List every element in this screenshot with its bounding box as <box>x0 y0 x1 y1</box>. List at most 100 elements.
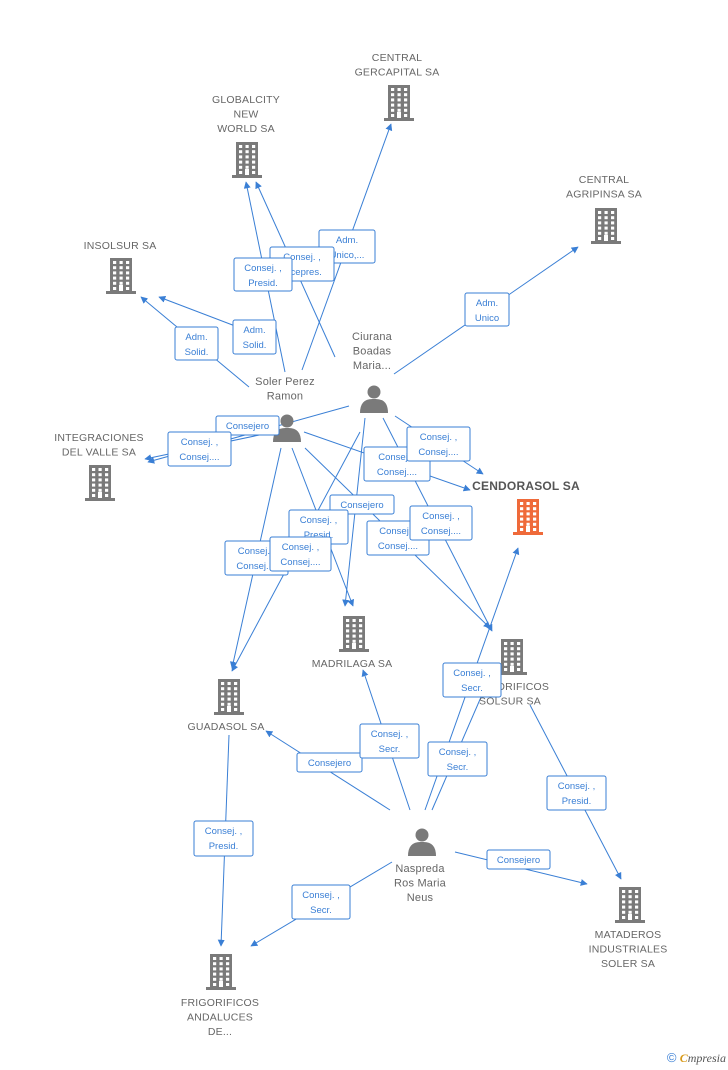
edge-label-text: Consej. , <box>371 729 409 740</box>
node-label[interactable]: INTEGRACIONES <box>54 432 144 444</box>
node-label[interactable]: CENDORASOL SA <box>472 479 580 493</box>
node-label[interactable]: AGRIPINSA SA <box>566 189 642 201</box>
node-label[interactable]: MATADEROS <box>595 929 662 941</box>
building-icon[interactable] <box>497 639 527 675</box>
edge-label-text: Consej. , <box>181 437 219 448</box>
edge-label-text: Adm. <box>476 298 498 309</box>
edge-label[interactable]: Consej. , Consej.... <box>269 536 332 572</box>
edge-label[interactable]: Consejero <box>486 849 551 870</box>
node-label[interactable]: WORLD SA <box>217 123 275 135</box>
edge-label[interactable]: Consej. ,Secr. <box>442 662 502 698</box>
edge-label-text: Adm. <box>243 325 265 336</box>
edge-label-text: Consej.... <box>377 467 417 478</box>
nodes-layer: CENTRAL GERCAPITAL SA GLOBALCITY NEW WORLD S… <box>54 52 667 1038</box>
node-label[interactable]: NEW <box>233 109 258 121</box>
edge-label-text: Consej. , <box>238 546 276 557</box>
person-icon[interactable] <box>360 385 388 414</box>
node-label[interactable]: ANDALUCES <box>187 1012 253 1024</box>
node-label[interactable]: Maria... <box>353 360 391 372</box>
edge-label[interactable]: Consej. ,Presid. <box>193 820 254 857</box>
node-label[interactable]: SOLER SA <box>601 958 655 970</box>
node-label[interactable]: DE... <box>208 1026 232 1038</box>
node-label[interactable]: GUADASOL SA <box>187 721 264 733</box>
edge-label-text: Consej. , <box>244 263 282 274</box>
edge-label-text: Consej.... <box>421 526 461 537</box>
edge-label-text: Secr. <box>310 905 332 916</box>
copyright-icon: © <box>666 1050 677 1065</box>
edge-label[interactable]: Adm. Unico <box>464 292 510 327</box>
building-icon[interactable] <box>513 499 543 535</box>
edge-label[interactable]: Consej. , Consej.... <box>167 431 232 467</box>
edge-label-text: Consej. , <box>379 526 417 537</box>
node-label[interactable]: GERCAPITAL SA <box>355 67 440 79</box>
building-icon[interactable] <box>106 258 136 294</box>
node-label[interactable]: INDUSTRIALES <box>589 944 668 956</box>
edge-label-text: Consejero <box>226 421 269 432</box>
node-label[interactable]: Ciurana <box>352 331 393 343</box>
edge-label-text: Unico <box>475 313 499 324</box>
edge-label-text: Consej. , <box>420 432 458 443</box>
building-icon[interactable] <box>591 208 621 244</box>
node-label[interactable]: SOLSUR SA <box>479 696 541 708</box>
edge-label-text: Consej.... <box>179 452 219 463</box>
edge-label[interactable]: Consej. , Presid. <box>233 257 293 292</box>
edge-label-text: Consej. , <box>300 515 338 526</box>
node-label[interactable]: Boadas <box>353 346 392 358</box>
node-label[interactable]: INSOLSUR SA <box>84 240 157 252</box>
edge-label-text: Solid. <box>185 347 209 358</box>
edge-label-text: Unico,... <box>330 250 365 261</box>
edge-label-text: Consej. , <box>558 781 596 792</box>
edge-labels-layer: Adm.Unico,...Consej. ,Vicepres.Consej. ,… <box>167 229 607 920</box>
edge-label[interactable]: Consejero <box>215 415 280 436</box>
edge-label-text: Consej.... <box>236 561 276 572</box>
edge-label[interactable]: Adm.Solid. <box>232 319 277 355</box>
edge-label[interactable]: Consej. ,Secr. <box>359 723 420 759</box>
edge-label[interactable]: Consejero <box>329 494 395 515</box>
building-icon[interactable] <box>206 954 236 990</box>
node-label[interactable]: GLOBALCITY <box>212 94 280 106</box>
brand-footer[interactable]: © Cmpresia <box>667 1050 726 1066</box>
edge-label-text: Consejero <box>340 500 383 511</box>
edge-label[interactable]: Consej. ,Secr. <box>427 741 488 777</box>
edge-label-text: Consej. , <box>422 511 460 522</box>
edge-label[interactable]: Adm. Solid. <box>174 326 219 361</box>
node-label[interactable]: Ramon <box>267 391 303 403</box>
edge-label-text: Consej. , <box>378 452 416 463</box>
node-label[interactable]: Neus <box>407 892 434 904</box>
edge-label[interactable]: Consej. , Consej.... <box>409 505 473 541</box>
edge-label-text: Consej. , <box>283 252 321 263</box>
edge-label-text: Presid. <box>304 530 334 541</box>
building-icon[interactable] <box>384 85 414 121</box>
person-icon[interactable] <box>273 414 301 443</box>
node-label[interactable]: Naspreda <box>395 863 445 875</box>
node-label[interactable]: Ros Maria <box>394 878 447 890</box>
edge-label[interactable]: Consej. , Consej.... <box>406 426 471 462</box>
building-icon[interactable] <box>615 887 645 923</box>
node-label[interactable]: FRIGORIFICOS <box>181 997 259 1009</box>
edge-label-text: Consej. , <box>282 542 320 553</box>
edge-label-text: Vicepres. <box>282 267 321 278</box>
edge-label-text: Adm. <box>336 235 358 246</box>
edge-label[interactable]: Consej. ,Secr. <box>291 884 351 920</box>
edge-label-text: Consej. , <box>205 826 243 837</box>
brand-logo: Cmpresia <box>679 1051 726 1065</box>
edge-label-text: Consej.... <box>418 447 458 458</box>
person-icon[interactable] <box>408 828 436 857</box>
node-label[interactable]: CENTRAL <box>579 174 629 186</box>
building-icon[interactable] <box>85 465 115 501</box>
edge-label-text: Consej.... <box>280 557 320 568</box>
building-icon[interactable] <box>214 679 244 715</box>
node-label[interactable]: DEL VALLE SA <box>62 447 136 459</box>
edge-label[interactable]: Consejero <box>296 752 363 773</box>
building-icon[interactable] <box>232 142 262 178</box>
edge-label-text: Consejero <box>497 855 540 866</box>
edge-label[interactable]: Consej. ,Presid. <box>546 775 607 811</box>
edge-label-text: Presid. <box>248 278 278 289</box>
node-label[interactable]: CENTRAL <box>372 52 422 64</box>
building-icon[interactable] <box>339 616 369 652</box>
node-label[interactable]: Soler Perez <box>255 376 315 388</box>
edge-label-text: Adm. <box>185 332 207 343</box>
node-label[interactable]: MADRILAGA SA <box>312 658 393 670</box>
edge-label-text: Consej.... <box>378 541 418 552</box>
